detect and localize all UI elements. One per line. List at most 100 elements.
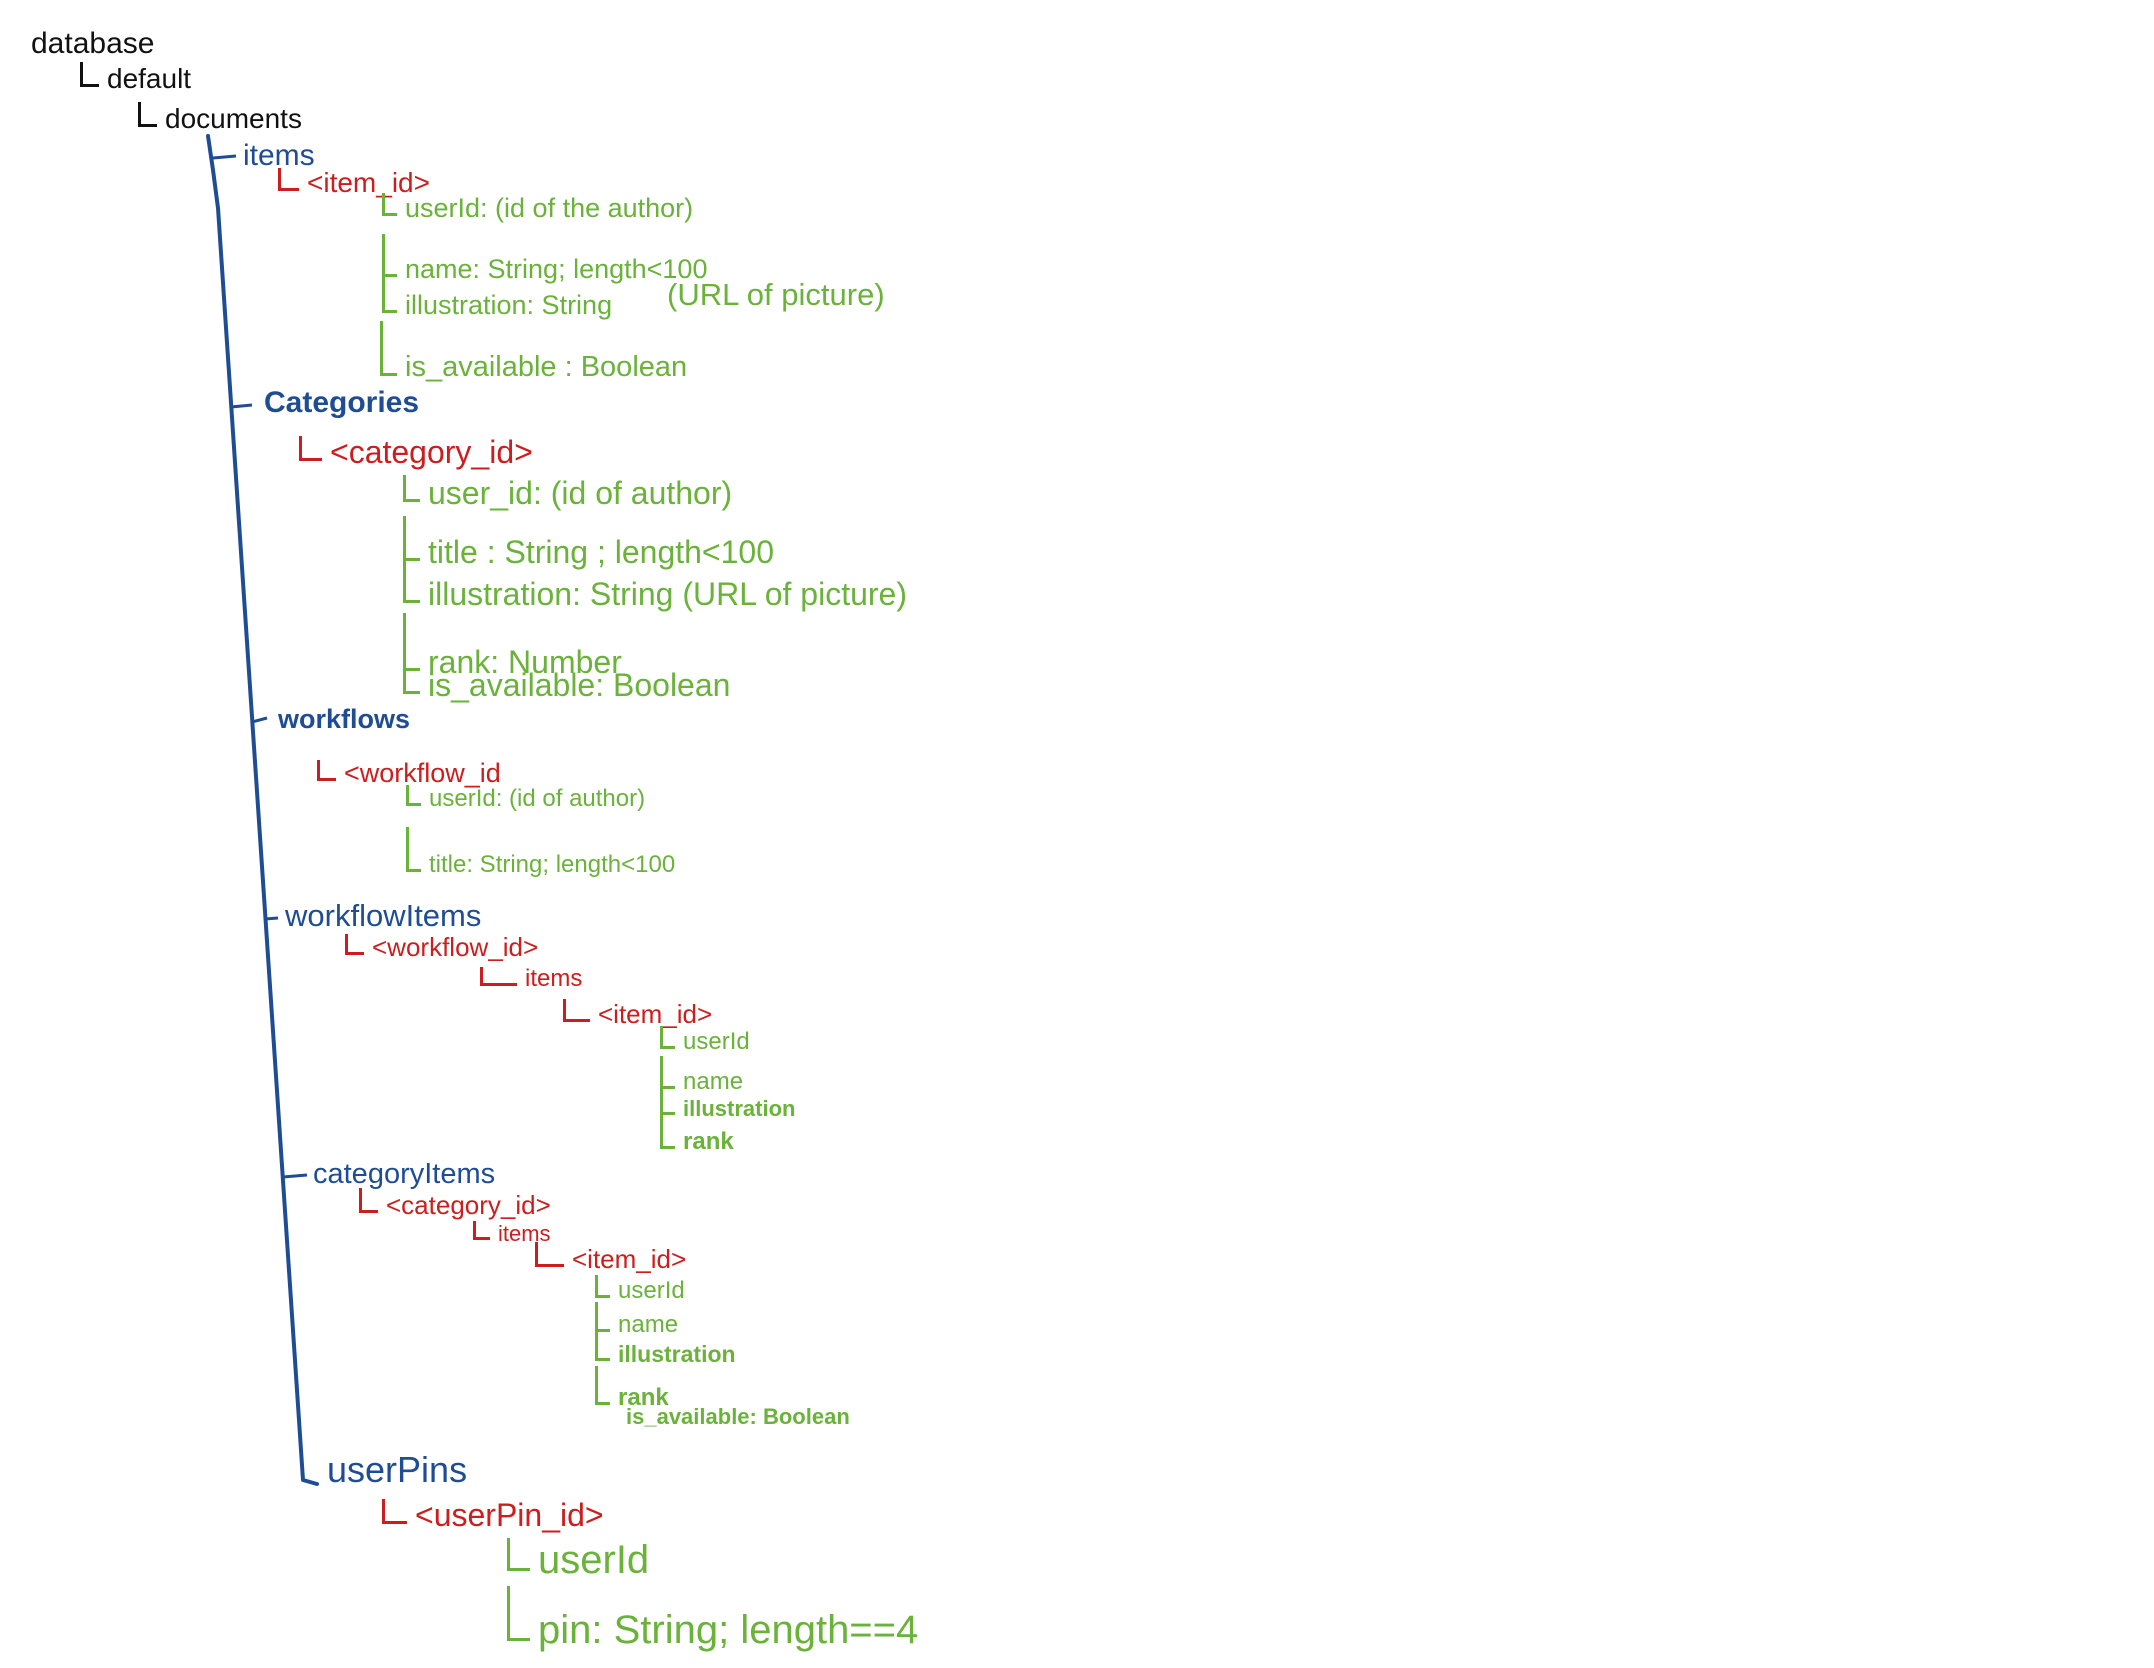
tree-connector	[563, 999, 590, 1022]
tree-connector	[380, 321, 397, 376]
tree-connector	[535, 1242, 564, 1267]
tree-connector	[382, 1499, 407, 1525]
tree-connector	[80, 62, 99, 87]
tree-connector	[382, 272, 397, 313]
tree-connector	[406, 827, 421, 872]
document-item-id: <item_id>	[278, 166, 430, 200]
field-label: illustration	[618, 1340, 736, 1367]
document-workflow-id: <workflow_id	[317, 757, 501, 789]
field-row: userId	[595, 1275, 685, 1306]
field-label: user_id: (id of author)	[428, 475, 733, 511]
tree-connector	[403, 558, 420, 603]
field-label: rank: Number	[428, 643, 622, 680]
subdocument-item-id: <item_id>	[535, 1242, 686, 1275]
document-userpin-id: <userPin_id>	[382, 1496, 604, 1534]
tick-workflowitems	[264, 916, 279, 921]
document-category-id-label: <category_id>	[386, 1190, 551, 1221]
field-row: name	[660, 1056, 743, 1097]
subdocument-item-id-label: <item_id>	[572, 1244, 687, 1275]
field-row: illustration	[660, 1084, 795, 1122]
tree-connector	[345, 933, 364, 955]
document-workflow-id-label: <workflow_id	[344, 758, 501, 788]
tree-connector	[507, 1538, 530, 1572]
field-label: userId: (id of the author)	[405, 193, 694, 223]
field-row: userId	[660, 1026, 750, 1057]
field-row: title : String ; length<100	[403, 516, 774, 571]
tree-connector	[406, 785, 421, 807]
collection-workflowitems-title: workflowItems	[285, 898, 482, 933]
document-item-id-label: <item_id>	[307, 167, 430, 198]
subcollection-items: items	[473, 1221, 551, 1247]
document-category-id: <category_id>	[359, 1188, 551, 1221]
field-row: illustration	[595, 1330, 736, 1368]
field-row: is_available : Boolean	[380, 321, 687, 385]
field-label: userId	[683, 1027, 750, 1055]
field-note: (URL of picture)	[667, 277, 885, 312]
field-row: rank	[660, 1115, 734, 1157]
collection-categoryitems-title: categoryItems	[313, 1158, 496, 1190]
field-label: name	[683, 1067, 744, 1095]
tree-connector	[403, 516, 420, 561]
field-label: name: String; length<100	[405, 254, 708, 285]
subdocument-item-id-label: <item_id>	[598, 999, 713, 1030]
documents-label: documents	[165, 103, 302, 135]
tree-connector	[278, 167, 299, 191]
field-label: rank	[618, 1383, 669, 1411]
tree-connector	[299, 436, 322, 462]
field-label: illustration: String	[405, 290, 613, 321]
collection-workflows-title: workflows	[278, 704, 411, 734]
field-row: userId	[507, 1536, 649, 1584]
field-row: is_available: Boolean	[403, 652, 730, 704]
collection-categories-title: Categories	[264, 386, 420, 419]
trunk-line	[206, 134, 319, 1486]
field-row: rank: Number	[403, 613, 622, 681]
tick-categories	[230, 403, 253, 409]
path-documents: documents	[138, 102, 302, 136]
subcollection-items-label: items	[498, 1221, 551, 1246]
tree-connector	[403, 475, 420, 503]
tree-connector	[138, 102, 157, 127]
field-row: illustration: String	[382, 272, 612, 322]
document-workflow-id: <workflow_id>	[345, 932, 538, 963]
field-row: title: String; length<100	[406, 827, 675, 880]
default-label: default	[107, 63, 192, 95]
tree-connector	[660, 1084, 675, 1115]
document-userpin-id-label: <userPin_id>	[415, 1497, 604, 1533]
field-label: is_available: Boolean	[626, 1404, 850, 1429]
subcollection-items: items	[480, 965, 582, 994]
tree-connector	[595, 1275, 610, 1298]
field-label: title : String ; length<100	[428, 533, 774, 570]
tree-connector	[382, 192, 397, 216]
field-label: pin: String; length==4	[538, 1607, 919, 1652]
tick-categoryitems	[282, 1173, 308, 1179]
tree-connector	[403, 652, 420, 694]
tree-connector	[595, 1330, 610, 1361]
tree-connector	[660, 1115, 675, 1149]
field-row: pin: String; length==4	[507, 1586, 918, 1654]
tree-connector	[595, 1302, 610, 1332]
tree-connector	[317, 759, 336, 781]
tree-connector	[480, 967, 517, 987]
tree-connector	[359, 1188, 378, 1213]
field-label: illustration	[683, 1095, 796, 1121]
tree-connector	[403, 613, 420, 671]
field-row: name	[595, 1302, 678, 1340]
subcollection-items-label: items	[525, 965, 583, 992]
field-row: userId: (id of author)	[406, 785, 645, 814]
tree-connector	[473, 1221, 490, 1241]
document-workflow-id-label: <workflow_id>	[372, 932, 539, 962]
document-category-id: <category_id>	[299, 433, 533, 471]
field-row: rank	[595, 1366, 669, 1413]
field-label: is_available: Boolean	[428, 666, 731, 703]
tree-connector	[382, 234, 397, 277]
tree-connector	[660, 1026, 675, 1049]
path-default: default	[80, 62, 191, 96]
field-row: name: String; length<100	[382, 234, 707, 286]
field-label: userId	[618, 1276, 685, 1304]
field-row: illustration: String (URL of picture)	[403, 558, 907, 613]
field-label: name	[618, 1310, 679, 1338]
subdocument-item-id: <item_id>	[563, 999, 712, 1030]
field-label: userId	[538, 1538, 650, 1582]
tree-connector	[660, 1056, 675, 1089]
